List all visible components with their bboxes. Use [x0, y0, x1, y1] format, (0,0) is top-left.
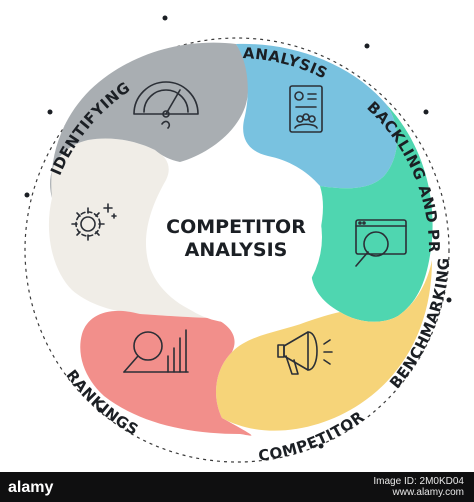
segment-backling: [311, 104, 433, 322]
gear-sparkle-icon: [71, 203, 117, 241]
center-title-line1: COMPETITOR: [166, 216, 306, 238]
footer-site: www.alamy.com: [392, 487, 465, 498]
segment-identifying: [50, 42, 249, 198]
magnifier-bar-chart-icon: [123, 329, 189, 373]
segment-competitor: [80, 310, 252, 436]
ring-dot: [446, 297, 452, 303]
ring-dots: [24, 15, 452, 449]
ring-dot: [47, 109, 53, 115]
segment-benchmarking: [48, 138, 214, 318]
ring-dot: [24, 192, 30, 198]
ring-dot: [97, 407, 103, 413]
outer-dashed-ring: [24, 37, 450, 463]
footer-image-id: Image ID: 2M0KD04: [373, 476, 464, 487]
footer-bar: alamy Image ID: 2M0KD04 www.alamy.com: [0, 472, 474, 502]
segment-rankings: [216, 260, 432, 431]
segment-analysis: [236, 43, 398, 189]
ring-dot: [318, 443, 324, 449]
browser-magnifier-icon: [355, 219, 407, 267]
ring-dot: [423, 109, 429, 115]
footer-meta: Image ID: 2M0KD04 www.alamy.com: [373, 476, 464, 498]
profile-document-icon: [289, 85, 323, 133]
footer-brand: alamy: [8, 479, 54, 496]
center-circle: [150, 151, 322, 323]
ring-dot: [162, 15, 168, 21]
center-title-line2: ANALYSIS: [185, 239, 288, 261]
ring-dot: [364, 43, 370, 49]
megaphone-icon: [277, 331, 333, 375]
speedometer-icon: [133, 81, 199, 129]
